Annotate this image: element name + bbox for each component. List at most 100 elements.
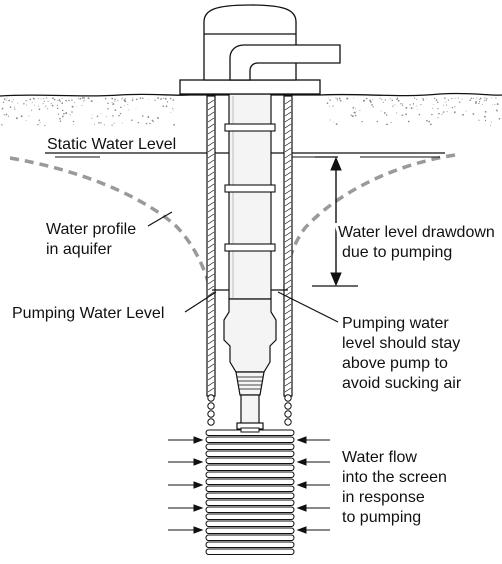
soil-dot xyxy=(402,103,404,105)
casing-hatch-line xyxy=(284,225,292,231)
soil-dot xyxy=(69,114,71,116)
soil-dot xyxy=(92,114,94,116)
soil-dot xyxy=(426,97,427,99)
casing-hatch-line xyxy=(284,255,292,261)
casing-hatch-line xyxy=(207,237,215,243)
soil-dot xyxy=(338,97,341,100)
soil-dot xyxy=(106,116,108,118)
soil-dot xyxy=(111,101,113,103)
screen-coil xyxy=(205,450,295,457)
soil-dot xyxy=(162,105,165,108)
casing-hatch-line xyxy=(284,321,292,327)
casing-hatch-line xyxy=(207,351,215,357)
screen-bead xyxy=(207,410,215,418)
soil-dot xyxy=(481,103,483,105)
soil-dot xyxy=(335,97,337,99)
soil-dot xyxy=(100,122,102,124)
soil-dot xyxy=(114,109,117,111)
casing-hatch-line xyxy=(207,375,215,381)
casing-hatch-line xyxy=(207,381,215,387)
inflow-arrowhead-left xyxy=(193,458,204,466)
soil-dot xyxy=(446,104,448,106)
soil-dot xyxy=(20,115,23,118)
soil-dot xyxy=(484,97,486,99)
soil-dot xyxy=(59,100,61,103)
soil-dot xyxy=(148,99,149,100)
inflow-arrowhead-right xyxy=(296,481,307,489)
soil-dot xyxy=(472,113,475,115)
soil-dot xyxy=(68,99,70,102)
well-screen xyxy=(205,394,295,555)
soil-dot xyxy=(127,104,129,105)
soil-dot xyxy=(29,98,32,101)
screen-coil xyxy=(205,513,295,520)
soil-dot xyxy=(50,103,52,105)
soil-dot xyxy=(486,97,488,100)
soil-dot xyxy=(496,103,499,106)
soil-dot xyxy=(132,97,134,99)
casing-hatch-line xyxy=(207,297,215,303)
casing-hatch-line xyxy=(284,327,292,333)
casing-hatch-line xyxy=(207,129,215,135)
soil-dot xyxy=(426,119,428,122)
soil-dot xyxy=(420,104,422,106)
casing-hatch-line xyxy=(284,201,292,207)
casing-hatch-line xyxy=(207,165,215,171)
casing-hatch-line xyxy=(207,333,215,339)
soil-dot xyxy=(5,113,8,116)
screen-coil xyxy=(205,485,295,492)
soil-dot xyxy=(400,103,402,105)
soil-dot xyxy=(145,122,148,125)
drawdown-arrow xyxy=(312,156,358,287)
submersible-pump xyxy=(223,298,277,430)
screen-bead xyxy=(284,410,292,418)
soil-dot xyxy=(44,106,46,108)
casing-hatch-line xyxy=(207,195,215,201)
soil-dot xyxy=(172,107,174,110)
soil-dot xyxy=(422,98,424,100)
casing-hatch-line xyxy=(284,231,292,237)
soil-stipple xyxy=(1,97,501,127)
casing-hatch-line xyxy=(284,183,292,189)
casing-hatch-line xyxy=(284,177,292,183)
screen-coil xyxy=(205,471,295,478)
soil-dot xyxy=(444,97,446,99)
soil-dot xyxy=(121,122,123,124)
inflow-arrowhead-right xyxy=(296,504,307,512)
soil-dot xyxy=(157,117,159,119)
soil-dot xyxy=(369,101,372,103)
soil-dot xyxy=(157,97,160,99)
soil-dot xyxy=(465,110,467,112)
soil-dot xyxy=(31,101,33,103)
soil-dot xyxy=(47,101,49,103)
casing-hatch-line xyxy=(207,159,215,165)
soil-dot xyxy=(25,100,27,102)
screen-bead xyxy=(207,418,215,426)
soil-dot xyxy=(172,109,174,111)
casing-hatch-line xyxy=(207,345,215,351)
soil-dot xyxy=(483,115,486,118)
soil-dot xyxy=(3,114,5,116)
soil-dot xyxy=(154,99,156,101)
soil-dot xyxy=(131,99,134,101)
soil-dot xyxy=(2,101,5,104)
soil-dot xyxy=(107,102,109,104)
casing-hatch-line xyxy=(284,243,292,249)
soil-dot xyxy=(384,99,386,101)
soil-dot xyxy=(100,113,102,115)
soil-dot xyxy=(371,104,372,106)
soil-dot xyxy=(111,124,113,126)
casing-hatch-line xyxy=(284,213,292,219)
soil-dot xyxy=(479,98,481,100)
soil-dot xyxy=(353,111,356,114)
soil-dot xyxy=(147,116,150,118)
casing-hatch-line xyxy=(207,207,215,213)
soil-dot xyxy=(38,119,41,121)
inflow-arrowhead-right xyxy=(296,458,307,466)
soil-dot xyxy=(169,97,172,100)
soil-dot xyxy=(46,105,47,107)
soil-dot xyxy=(421,97,423,99)
soil-dot xyxy=(396,97,399,99)
casing-hatch-line xyxy=(207,255,215,261)
casing-hatch-line xyxy=(207,243,215,249)
